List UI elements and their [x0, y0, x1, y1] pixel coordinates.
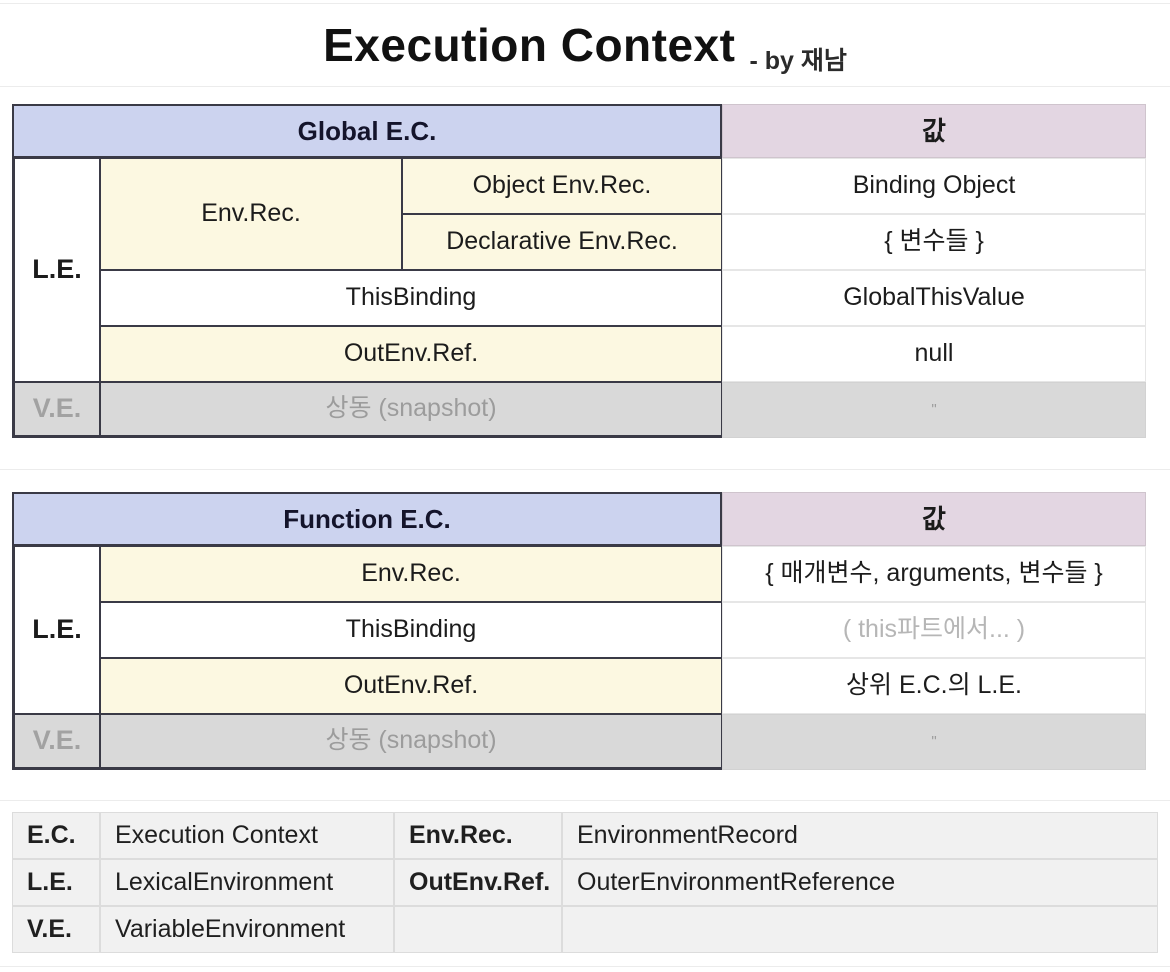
global-value-declarative-envrec: { 변수들 }	[722, 214, 1146, 270]
function-value-envrec: { 매개변수, arguments, 변수들 }	[722, 546, 1146, 602]
legend-full-empty	[562, 906, 1158, 953]
function-value-outenvref: 상위 E.C.의 L.E.	[722, 658, 1146, 714]
page-title-author: - by 재남	[749, 47, 847, 75]
global-row-ve-snapshot: 상동 (snapshot)	[100, 382, 722, 438]
function-side-ve: V.E.	[12, 714, 100, 770]
function-row-envrec: Env.Rec.	[100, 546, 722, 602]
global-value-outenvref: null	[722, 326, 1146, 382]
legend-abbr-envrec: Env.Rec.	[394, 812, 562, 859]
function-value-thisbinding: ( this파트에서... )	[722, 602, 1146, 658]
function-ec-table: Function E.C. 값 L.E. Env.Rec. { 매개변수, ar…	[12, 492, 1146, 770]
global-row-declarative-envrec: Declarative Env.Rec.	[402, 214, 722, 270]
legend-full-envrec: EnvironmentRecord	[562, 812, 1158, 859]
legend-abbr-ec: E.C.	[12, 812, 100, 859]
legend-abbr-le: L.E.	[12, 859, 100, 906]
global-row-object-envrec: Object Env.Rec.	[402, 158, 722, 214]
global-envrec-group: Env.Rec.	[100, 158, 402, 270]
function-value-ve-snapshot: "	[722, 714, 1146, 770]
function-ec-header: Function E.C.	[12, 492, 722, 546]
global-value-object-envrec: Binding Object	[722, 158, 1146, 214]
sheet-rule-mid	[0, 469, 1170, 470]
legend-full-ec: Execution Context	[100, 812, 394, 859]
function-row-outenvref: OutEnv.Ref.	[100, 658, 722, 714]
global-value-thisbinding: GlobalThisValue	[722, 270, 1146, 326]
global-value-header: 값	[722, 104, 1146, 158]
function-row-ve-snapshot: 상동 (snapshot)	[100, 714, 722, 770]
global-value-ve-snapshot: "	[722, 382, 1146, 438]
function-row-thisbinding: ThisBinding	[100, 602, 722, 658]
legend-abbr-ve: V.E.	[12, 906, 100, 953]
sheet-rule-bottom	[0, 966, 1170, 967]
sheet-rule-top	[0, 3, 1170, 4]
global-ec-table: Global E.C. 값 L.E. Env.Rec. Object Env.R…	[12, 104, 1146, 438]
legend-abbr-outenvref: OutEnv.Ref.	[394, 859, 562, 906]
legend-full-ve: VariableEnvironment	[100, 906, 394, 953]
global-side-le: L.E.	[12, 158, 100, 382]
sheet-rule-title	[0, 86, 1170, 87]
global-row-outenvref: OutEnv.Ref.	[100, 326, 722, 382]
abbreviation-legend-table: E.C. Execution Context Env.Rec. Environm…	[12, 812, 1158, 953]
page-title: Execution Context - by 재남	[0, 4, 1170, 86]
legend-abbr-empty	[394, 906, 562, 953]
global-ec-header: Global E.C.	[12, 104, 722, 158]
sheet-rule-legend	[0, 800, 1170, 801]
function-side-le: L.E.	[12, 546, 100, 714]
page-title-main: Execution Context	[323, 19, 736, 71]
global-row-thisbinding: ThisBinding	[100, 270, 722, 326]
function-value-header: 값	[722, 492, 1146, 546]
legend-full-le: LexicalEnvironment	[100, 859, 394, 906]
global-side-ve: V.E.	[12, 382, 100, 438]
legend-full-outenvref: OuterEnvironmentReference	[562, 859, 1158, 906]
